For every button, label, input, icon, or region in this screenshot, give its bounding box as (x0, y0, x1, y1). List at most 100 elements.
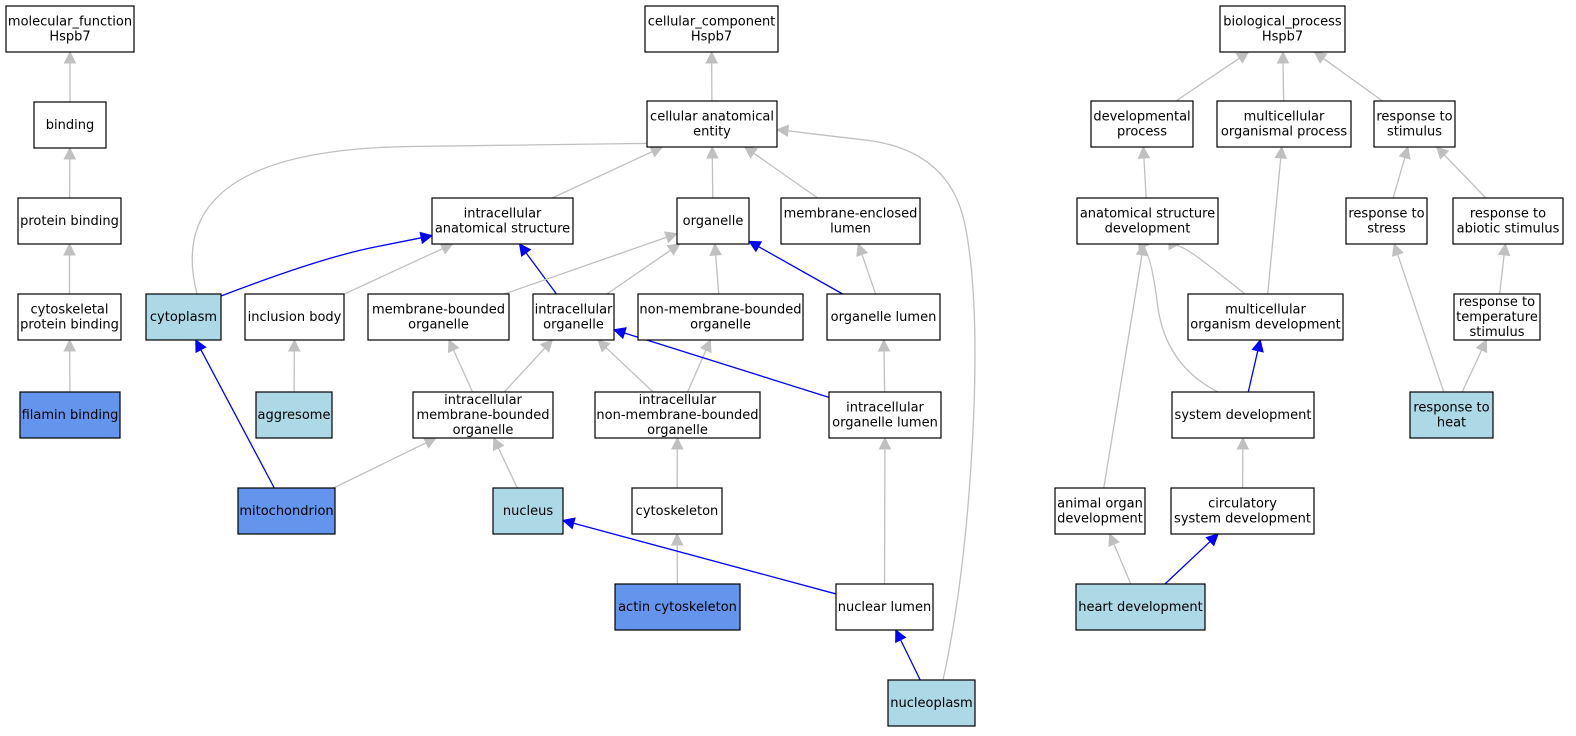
edge-sd-to-mod (1247, 338, 1264, 393)
edge-line (753, 152, 819, 199)
edge-line (1392, 157, 1406, 199)
node-box (828, 391, 942, 439)
node-box (1075, 583, 1206, 631)
edge-arrowhead (1435, 146, 1450, 160)
edge-mito-to-cytoplasm (195, 339, 275, 489)
edge-nl-to-iol (878, 436, 892, 585)
node-label: organelle (543, 318, 604, 333)
node-box (1187, 293, 1344, 341)
node-ol: organelle lumen (826, 293, 941, 341)
node-box (33, 101, 107, 149)
node-label: cellular_component (648, 15, 776, 30)
edge-line (573, 522, 837, 595)
node-label: nucleus (503, 504, 553, 519)
edge-line (525, 252, 558, 295)
node-label: non-membrane-bounded (596, 408, 758, 423)
node-heart: heart development (1075, 583, 1206, 631)
edge-arrowhead (63, 146, 77, 160)
edge-rts-to-ras (1497, 242, 1511, 295)
node-label: molecular_function (8, 15, 132, 30)
edge-arrowhead (1135, 242, 1149, 257)
node-box (17, 293, 122, 341)
edge-heart-to-aod (1108, 532, 1132, 585)
node-label: nuclear lumen (838, 600, 931, 615)
edge-arrowhead (664, 231, 679, 244)
edge-cae-to-cc (705, 50, 718, 102)
edge-arrowhead (1313, 51, 1328, 64)
node-box (145, 293, 222, 341)
node-box (1090, 100, 1194, 148)
edge-arrowhead (748, 240, 763, 253)
edge-inmbo-to-nmbo (686, 338, 712, 393)
node-label: intracellular (535, 303, 613, 318)
edge-arrowhead (671, 436, 684, 450)
node-label: actin cytoskeleton (618, 600, 737, 615)
edge-arrowhead (878, 436, 892, 450)
node-label: organelle lumen (831, 310, 937, 325)
node-box (532, 293, 615, 341)
edge-io-to-organelle (606, 243, 681, 295)
edge-aod-to-asd (1103, 242, 1149, 489)
node-box (492, 487, 564, 535)
edge-arrowhead (612, 327, 627, 340)
edge-arrowhead (518, 243, 532, 257)
edge-line (900, 639, 921, 681)
edge-rheat-to-rstress (1391, 242, 1445, 393)
edge-filamin-to-cytoskeletal-pb (63, 338, 76, 393)
node-label: heat (1437, 416, 1466, 431)
node-label: filamin binding (22, 408, 119, 423)
edge-ras-to-rs (1435, 146, 1487, 199)
node-actin: actin cytoskeleton (614, 583, 741, 631)
edge-line (497, 447, 518, 489)
edge-line (551, 151, 653, 199)
node-label: animal organ (1057, 497, 1143, 512)
node-label: stress (1367, 222, 1406, 237)
edge-ol-to-mel (856, 242, 877, 295)
node-label: cellular anatomical (650, 110, 774, 125)
node-sd: system development (1171, 391, 1315, 439)
node-label: nucleoplasm (890, 696, 972, 711)
edge-arrowhead (288, 338, 301, 352)
edge-imbo-to-mbo (447, 338, 474, 393)
node-label: anatomical structure (1080, 207, 1215, 222)
edge-cytoplasm-to-cae (191, 137, 663, 295)
node-box (1452, 197, 1564, 245)
node-label: stimulus (1387, 125, 1442, 140)
node-box (594, 391, 761, 439)
edge-ol-to-organelle (748, 240, 843, 295)
node-label: organelle (408, 318, 469, 333)
edge-cytoplasm-to-ias (220, 231, 434, 297)
edge-line (343, 248, 443, 295)
node-label: mitochondrion (239, 504, 333, 519)
edge-rheat-to-rts (1461, 338, 1488, 393)
edge-line (333, 442, 427, 489)
edge-arrowhead (1497, 242, 1511, 257)
edge-arrowhead (856, 242, 869, 257)
node-box (676, 197, 750, 245)
edge-arrowhead (775, 124, 790, 138)
edge-line (758, 246, 843, 295)
node-box (1170, 487, 1315, 535)
node-inmbo: intracellularnon-membrane-boundedorganel… (594, 391, 761, 439)
node-box (644, 5, 779, 53)
edge-arrowhead (1391, 242, 1404, 257)
edge-mbo-to-organelle (504, 231, 679, 295)
node-label: organismal process (1221, 125, 1347, 140)
node-nl: nuclear lumen (835, 583, 934, 631)
edge-line (606, 249, 671, 295)
node-box (255, 391, 333, 439)
edge-line (1113, 543, 1132, 585)
edge-line (715, 254, 720, 295)
